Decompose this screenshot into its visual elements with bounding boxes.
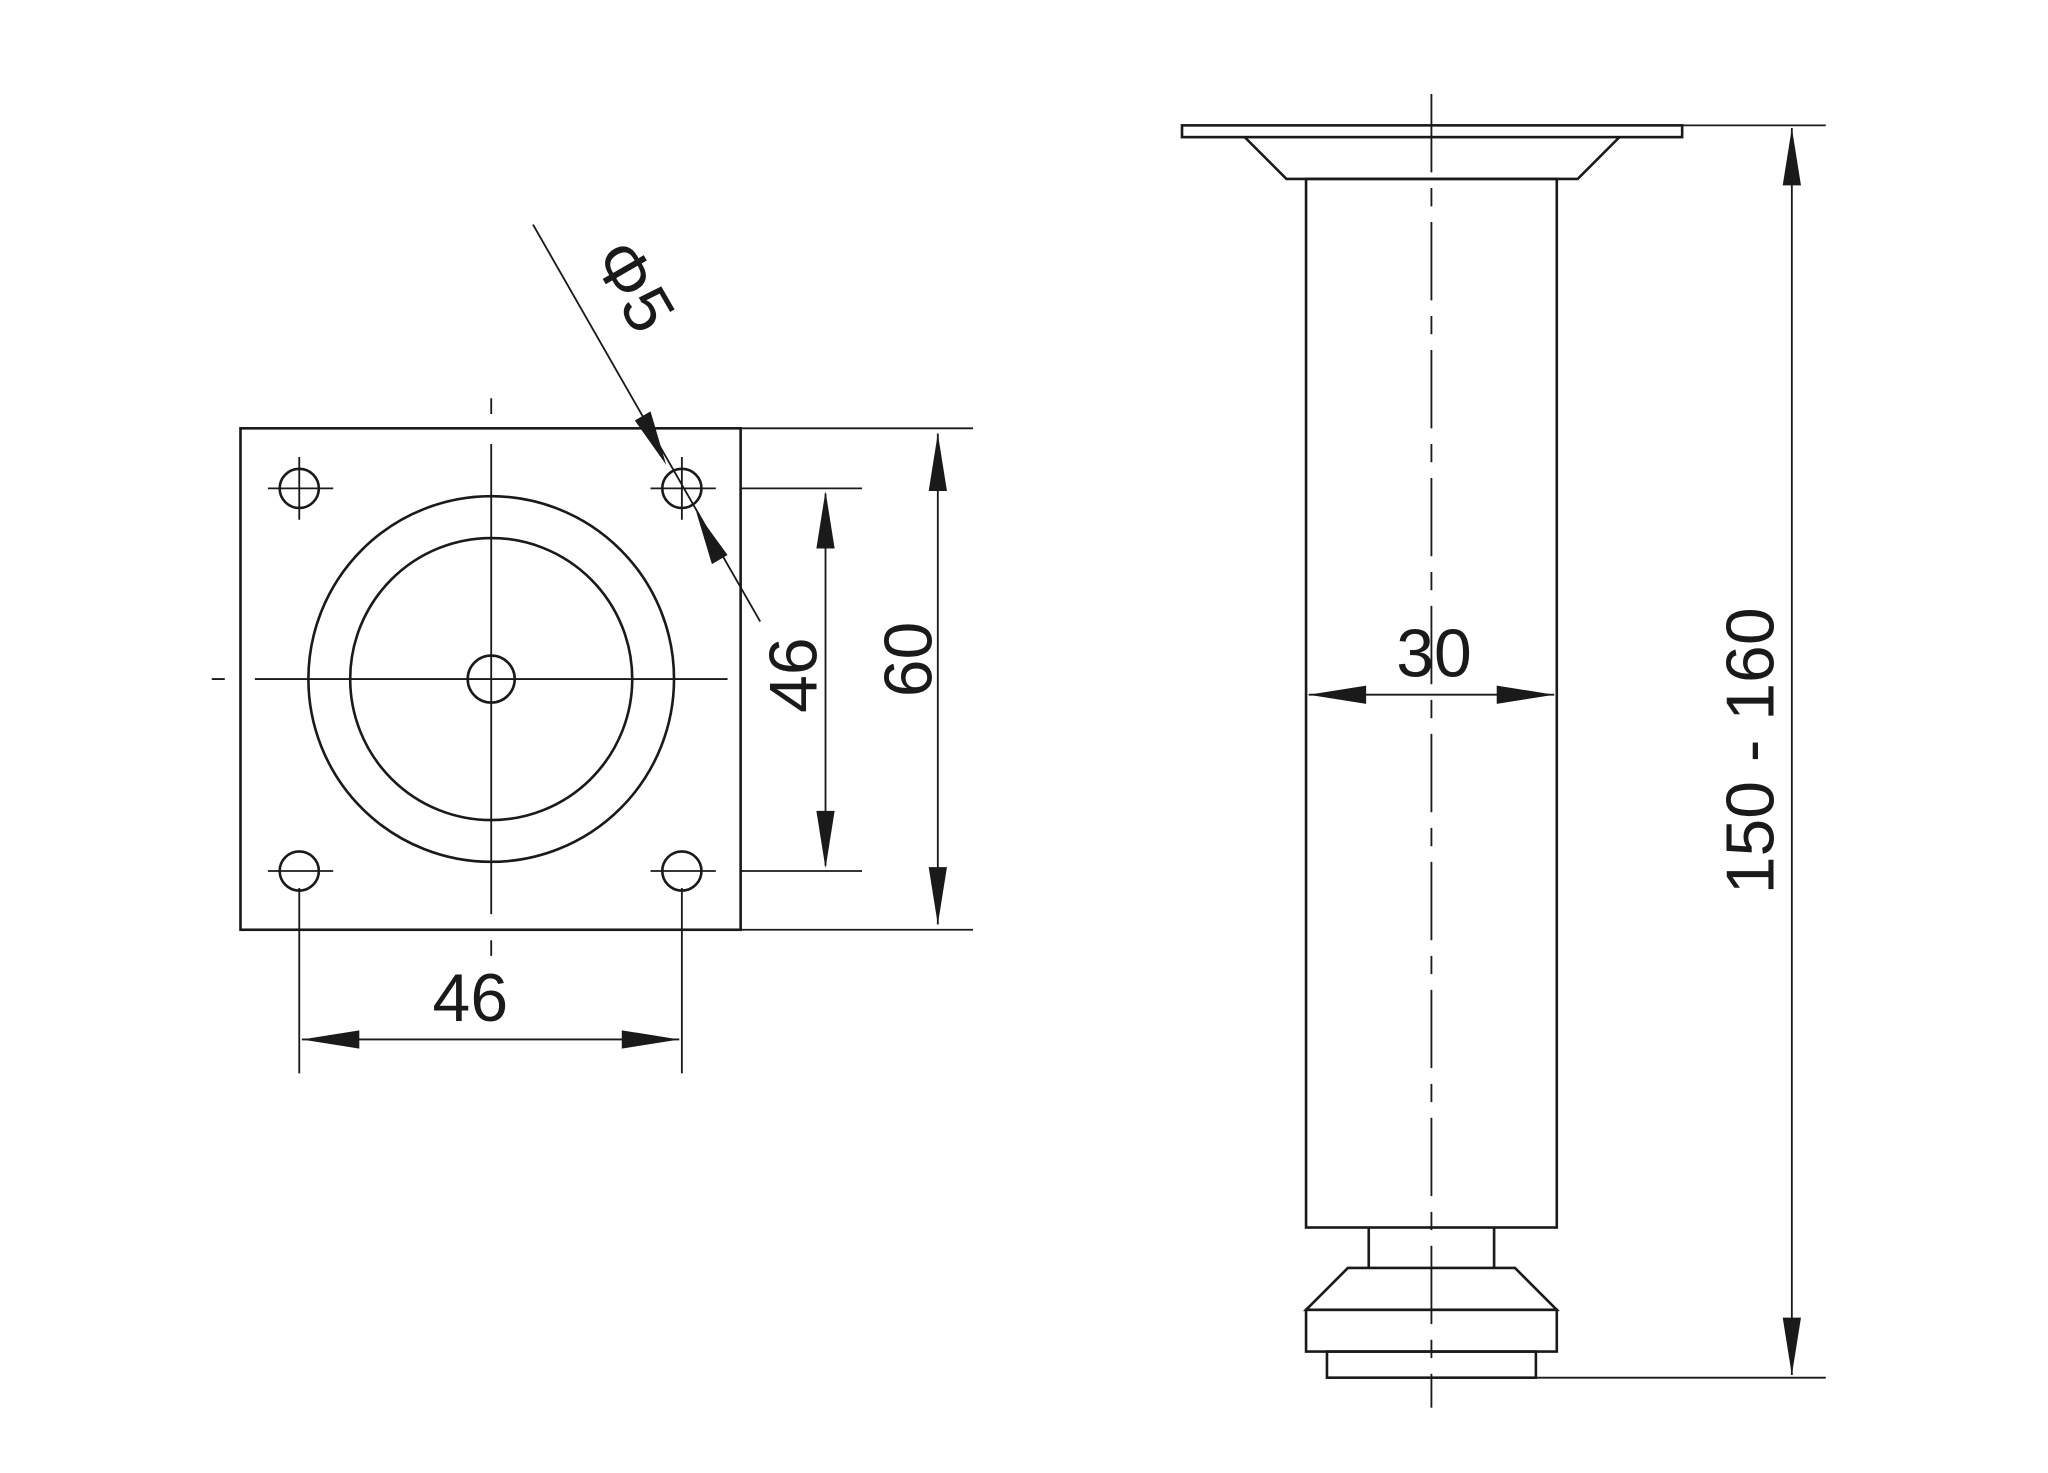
dimension-46-horizontal-lines bbox=[298, 887, 683, 1074]
top-view: 60 46 46 Φ5 bbox=[211, 224, 974, 1074]
side-view: 30 150 - 160 bbox=[1180, 94, 1826, 1408]
adjuster-neck bbox=[1367, 1227, 1496, 1268]
mounting-plate-outline bbox=[239, 427, 742, 932]
tube-diameter-label: 30 bbox=[1396, 616, 1472, 691]
height-range-label: 150 - 160 bbox=[1714, 607, 1789, 894]
hole-diameter-label: Φ5 bbox=[578, 228, 689, 345]
dimension-46-vertical-lines bbox=[740, 487, 863, 872]
dimension-height-lines bbox=[1535, 124, 1826, 1379]
hole-spacing-horizontal-label: 46 bbox=[433, 961, 509, 1036]
hole-spacing-vertical-label: 46 bbox=[756, 637, 831, 713]
dimension-60-lines bbox=[740, 427, 974, 931]
center-lines bbox=[211, 398, 728, 956]
plate-size-label: 60 bbox=[871, 622, 946, 698]
